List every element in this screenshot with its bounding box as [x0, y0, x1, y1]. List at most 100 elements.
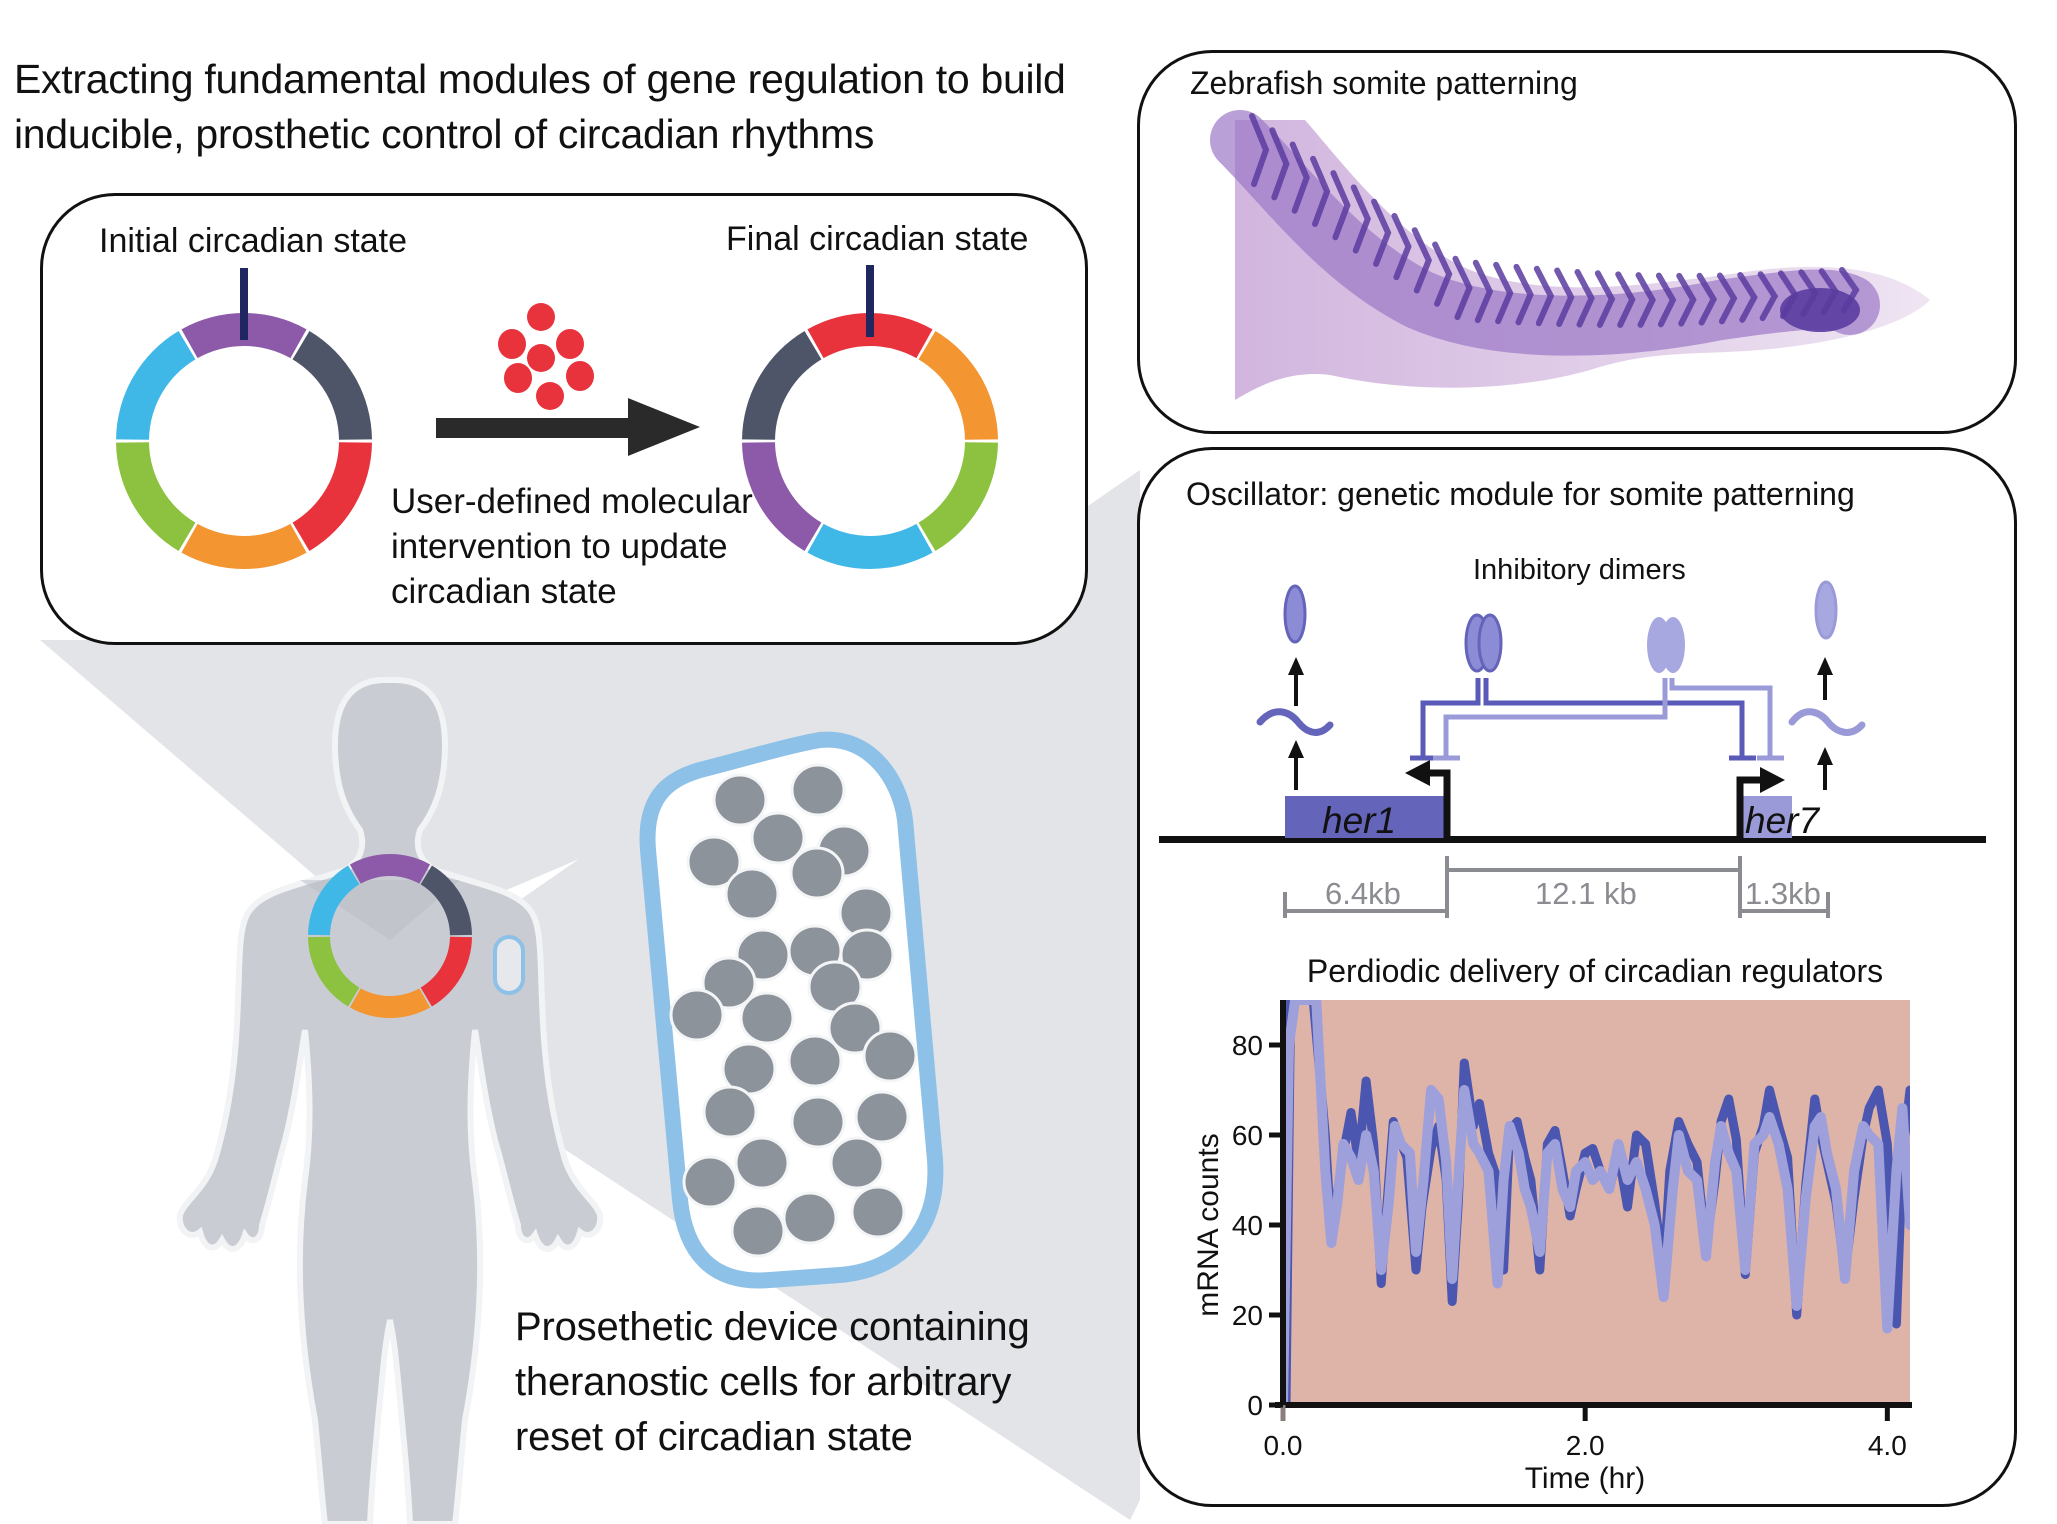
somite-stripe — [1513, 263, 1534, 326]
theranostic-cell — [734, 1136, 790, 1190]
molecule — [536, 382, 564, 410]
ring-segment-purple — [742, 442, 822, 552]
somite-stripe — [1289, 141, 1310, 214]
somite-stripe — [1574, 269, 1595, 328]
x-tick-label: 4.0 — [1868, 1430, 1907, 1461]
somite-stripe — [1594, 270, 1616, 328]
device-caption: Prosethetic device containing theranosti… — [515, 1300, 1030, 1465]
figure-title: Extracting fundamental modules of gene r… — [14, 52, 1066, 162]
somite-stripe — [1716, 272, 1738, 325]
theranostic-cell — [701, 956, 757, 1010]
somite-stripe — [1350, 184, 1371, 254]
somite-stripe — [1493, 261, 1514, 325]
device-caption-line-1: Prosethetic device containing — [515, 1305, 1030, 1349]
her7-promoter-arrow-icon — [1736, 767, 1785, 840]
device-caption-line-3: reset of circadian state — [515, 1415, 913, 1459]
y-tick-label: 20 — [1232, 1300, 1263, 1331]
theranostic-cell — [789, 846, 845, 900]
ring-segment-orange — [181, 523, 307, 569]
her7-gene-box — [1742, 796, 1792, 838]
molecule — [556, 329, 584, 359]
her1-protein-icon — [1283, 584, 1307, 644]
somite-stripe — [1391, 212, 1412, 281]
molecule — [498, 329, 526, 359]
somite-stripe — [1249, 113, 1270, 187]
her1-repression-lines — [1410, 678, 1756, 761]
ring-segment-green — [308, 936, 360, 1007]
implant-device-icon — [493, 935, 525, 995]
ring-segment-orange — [349, 988, 431, 1019]
intervention-description: User-defined molecular intervention to u… — [391, 479, 753, 614]
theranostic-cell — [790, 763, 846, 817]
distance-scale-bars — [1283, 856, 1830, 918]
ring-segment-slate — [292, 330, 372, 440]
theranostic-cell — [682, 1155, 738, 1209]
somite-stripe — [1655, 272, 1677, 328]
final-state-label: Final circadian state — [726, 220, 1029, 258]
y-tick-label: 40 — [1232, 1210, 1263, 1241]
x-tick-label: 0.0 — [1264, 1430, 1303, 1461]
somite-stripe — [1676, 272, 1697, 327]
her7-repression-lines — [1433, 678, 1784, 761]
distance-her7-label: 1.3kb — [1745, 876, 1821, 911]
y-tick-label: 80 — [1232, 1030, 1263, 1061]
theranostic-cell — [730, 1204, 786, 1258]
theranostic-cell — [739, 991, 795, 1045]
intervention-arrow-icon — [436, 398, 700, 456]
intervention-line-3: circadian state — [391, 572, 617, 611]
somite-stripe — [1269, 127, 1290, 201]
somite-stripe — [1696, 272, 1718, 326]
her7-gene-label: her7 — [1745, 800, 1820, 841]
molecule — [504, 363, 532, 393]
theranostic-cell — [829, 1136, 885, 1190]
somite-stripe — [1737, 271, 1758, 323]
somite-stripe — [1432, 241, 1453, 307]
theranostic-cell — [790, 1095, 846, 1149]
theranostic-cell — [702, 1085, 758, 1139]
distance-intergenic-label: 12.1 kb — [1535, 876, 1637, 911]
intervention-molecules — [498, 303, 594, 410]
molecule — [527, 344, 555, 372]
inhibitory-dimers-label: Inhibitory dimers — [1473, 554, 1686, 586]
ring-segment-slate — [742, 330, 822, 440]
ring-segment-orange — [918, 330, 998, 440]
ring-segment-red — [292, 442, 372, 552]
molecule — [527, 303, 555, 331]
x-axis-label: Time (hr) — [1525, 1462, 1646, 1495]
somite-stripe — [1757, 271, 1779, 322]
y-axis-label: mRNA counts — [1192, 1133, 1225, 1316]
human-silhouette — [176, 677, 604, 1524]
ring-segment-blue — [308, 865, 360, 936]
x-tick-label: 2.0 — [1566, 1430, 1605, 1461]
her7-protein-icon — [1814, 580, 1838, 640]
ring-segment-blue — [116, 330, 196, 440]
theranostic-cell — [686, 835, 742, 889]
theranostic-cell — [669, 988, 725, 1042]
her1-mrna-icon — [1256, 708, 1334, 736]
ring-segment-green — [918, 442, 998, 552]
theranostic-cell — [839, 928, 895, 982]
theranostic-cell — [850, 1185, 906, 1239]
ring-segment-green — [116, 442, 196, 552]
somite-stripe — [1615, 271, 1636, 328]
theranostic-cell — [862, 1029, 918, 1083]
somite-stripe — [1635, 272, 1656, 328]
oscillator-label: Oscillator: genetic module for somite pa… — [1186, 476, 1855, 512]
distance-her1-label: 6.4kb — [1325, 876, 1401, 911]
series-line-her7 — [1283, 1000, 1910, 1405]
her7-expression — [1788, 580, 1866, 790]
theranostic-cell — [787, 1034, 843, 1088]
initial-state-pointer — [240, 268, 248, 340]
somite-stripe — [1310, 155, 1331, 227]
x-ticks: 0.0 2.0 4.0 — [1264, 1405, 1907, 1461]
her1-gene-box — [1285, 796, 1445, 838]
initial-state-label: Initial circadian state — [99, 222, 408, 260]
series-layer — [1283, 1000, 1910, 1405]
chart-title: Perdiodic delivery of circadian regulato… — [1307, 953, 1883, 989]
her1-gene-label: her1 — [1322, 800, 1396, 841]
her1-dimer-icon — [1464, 613, 1503, 673]
